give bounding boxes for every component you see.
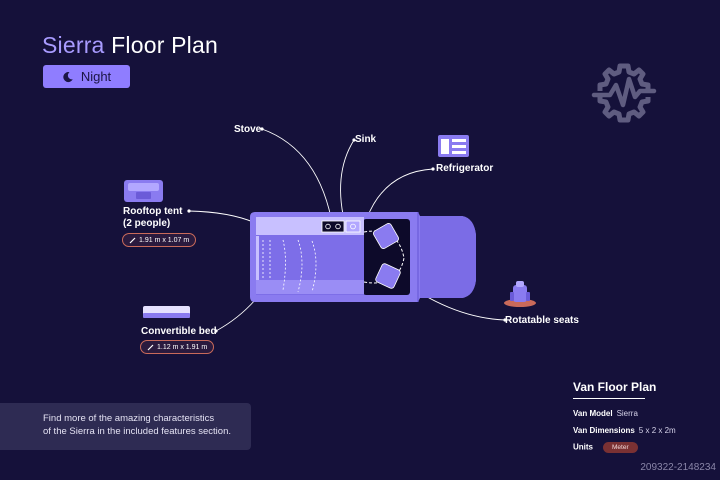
units-toggle-button[interactable]: Meter: [603, 442, 638, 453]
van-dimensions-label: Van Dimensions: [573, 426, 635, 435]
watermark: 209322-2148234: [640, 462, 716, 473]
convertible-bed-dimensions: 1.12 m x 1.91 m: [140, 340, 215, 354]
rooftop-tent-label: Rooftop tent: [123, 206, 183, 217]
rooftop-tent-dim-text: 1.91 m x 1.07 m: [139, 236, 190, 244]
rotatable-seat-icon: [504, 281, 536, 307]
rooftop-tent-capacity: (2 people): [123, 218, 171, 229]
title-model: Sierra: [42, 32, 105, 58]
title-rest: Floor Plan: [104, 32, 218, 58]
night-mode-button[interactable]: Night: [43, 65, 130, 88]
units-label: Units: [573, 442, 593, 452]
moon-icon: [63, 71, 73, 82]
van-dimensions-value: 5 x 2 x 2m: [638, 426, 676, 435]
van-model-label: Van Model: [573, 409, 613, 418]
refrigerator-label: Refrigerator: [436, 163, 494, 174]
sink-label: Sink: [355, 134, 377, 145]
units-row: Units Meter: [573, 442, 638, 453]
rotatable-seats-label: Rotatable seats: [505, 315, 579, 326]
night-mode-label: Night: [80, 69, 112, 84]
van-body: [250, 212, 476, 302]
info-box: Find more of the amazing characteristics…: [0, 403, 251, 450]
rooftop-tent-icon: [124, 180, 163, 202]
rooftop-tent-dimensions: 1.91 m x 1.07 m: [122, 233, 197, 247]
page-title: Sierra Floor Plan: [42, 32, 218, 59]
convertible-bed-icon: [143, 306, 190, 318]
rotatable-seats-topview: [373, 223, 401, 289]
van-model-value: Sierra: [616, 409, 638, 418]
bed-fold-lines: [262, 239, 317, 293]
panel-title: Van Floor Plan: [573, 380, 656, 399]
kitchen-unit: [321, 220, 361, 233]
convertible-bed-label: Convertible bed: [141, 326, 217, 337]
stove-connector: [261, 128, 334, 229]
gear-pulse-icon[interactable]: [590, 57, 658, 125]
info-line-1: Find more of the amazing characteristics: [43, 413, 215, 424]
info-line-2: of the Sierra in the included features s…: [43, 426, 232, 437]
ruler-icon: [129, 237, 136, 243]
refrigerator-connector: [366, 168, 434, 219]
stove-label: Stove: [234, 124, 262, 135]
convertible-bed-dim-text: 1.12 m x 1.91 m: [157, 343, 208, 351]
ruler-icon: [147, 344, 154, 350]
refrigerator-icon: [438, 135, 469, 157]
